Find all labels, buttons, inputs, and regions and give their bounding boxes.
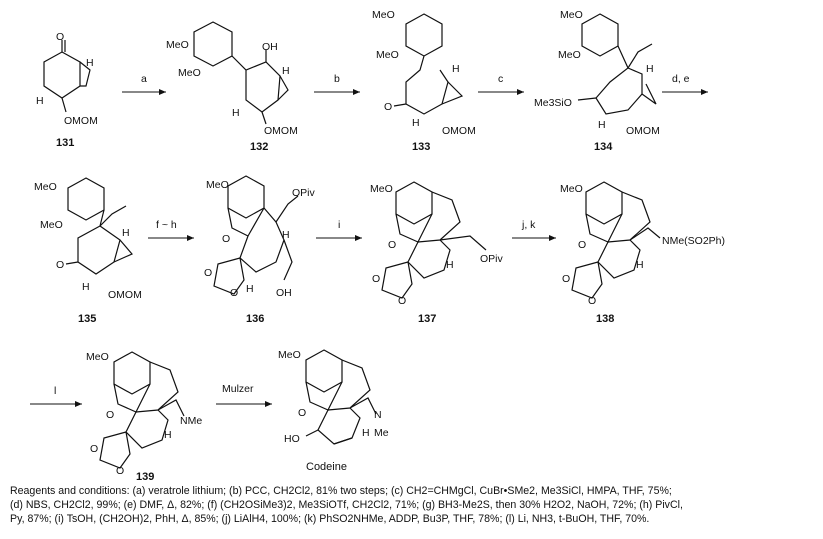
- compound-133-structure: MeO MeO O H H OMOM: [372, 9, 476, 137]
- methylamine-label: NMe: [180, 415, 202, 427]
- compound-137-label: 137: [418, 313, 436, 325]
- methoxy-label: MeO: [560, 9, 583, 21]
- pivaloyloxy-label: OPiv: [480, 253, 504, 265]
- compound-131-structure: O H H OMOM: [36, 31, 98, 127]
- bridgehead-h-label: H: [362, 427, 370, 439]
- bridgehead-h-label: H: [232, 107, 240, 119]
- carbonyl-oxygen-label: O: [384, 101, 392, 113]
- n-methyl-label: Me: [374, 427, 389, 439]
- ketal-oxygen-label: O: [398, 295, 406, 307]
- compound-135-structure: MeO MeO O H H OMOM: [34, 177, 142, 301]
- reagent-c-label: c: [498, 73, 503, 85]
- ketal-oxygen-label: O: [230, 287, 238, 299]
- bridgehead-h-label: H: [86, 57, 94, 69]
- ketal-oxygen-label: O: [90, 443, 98, 455]
- ether-oxygen-label: O: [298, 407, 306, 419]
- compound-137-structure: MeO O OPiv H O O: [370, 181, 504, 307]
- compound-139-label: 139: [136, 471, 154, 483]
- reagent-mulzer-label: Mulzer: [222, 383, 254, 395]
- reagent-a-label: a: [141, 73, 147, 85]
- reagents-caption: Reagents and conditions: (a) veratrole l…: [10, 484, 816, 526]
- trimethylsilyloxy-label: Me3SiO: [534, 97, 572, 109]
- compound-134-structure: MeO MeO Me3SiO H H OMOM: [534, 9, 660, 137]
- compound-136-structure: MeO O OPiv H O O H OH: [204, 175, 316, 299]
- compound-132-structure: MeO MeO OH H H OMOM: [166, 21, 298, 137]
- ketal-oxygen-label: O: [204, 267, 212, 279]
- bridgehead-h-label: H: [646, 63, 654, 75]
- caption-line-1: Reagents and conditions: (a) veratrole l…: [10, 485, 672, 497]
- hydroxyl-label: OH: [276, 287, 292, 299]
- bridgehead-h-label: H: [36, 95, 44, 107]
- codeine-label: Codeine: [306, 461, 347, 473]
- bridgehead-h-label: H: [446, 259, 454, 271]
- reagent-fh-label: f ~ h: [156, 219, 177, 231]
- ketal-oxygen-label: O: [562, 273, 570, 285]
- compound-136-label: 136: [246, 313, 264, 325]
- bridgehead-h-label: H: [164, 429, 172, 441]
- omom-label: OMOM: [442, 125, 476, 137]
- amine-nitrogen-label: N: [374, 409, 382, 421]
- bridgehead-h-label: H: [282, 229, 290, 241]
- methoxy-label: MeO: [278, 349, 301, 361]
- ketal-oxygen-label: O: [116, 465, 124, 477]
- bridgehead-h-label: H: [282, 65, 290, 77]
- hydroxyl-label: HO: [284, 433, 300, 445]
- compound-134-label: 134: [594, 141, 613, 153]
- bridgehead-h-label: H: [412, 117, 420, 129]
- carbonyl-oxygen-label: O: [56, 31, 64, 43]
- omom-label: OMOM: [64, 115, 98, 127]
- bridgehead-h-label: H: [598, 119, 606, 131]
- hydroxyl-label: OH: [262, 41, 278, 53]
- methoxy-label: MeO: [558, 49, 581, 61]
- bridgehead-h-label: H: [122, 227, 130, 239]
- methoxy-label: MeO: [370, 183, 393, 195]
- methoxy-label: MeO: [560, 183, 583, 195]
- methoxy-label: MeO: [206, 179, 229, 191]
- compound-133-label: 133: [412, 141, 430, 153]
- codeine-structure: MeO O N Me H HO: [278, 349, 389, 445]
- bridgehead-h-label: H: [452, 63, 460, 75]
- methoxy-label: MeO: [166, 39, 189, 51]
- omom-label: OMOM: [626, 125, 660, 137]
- ether-oxygen-label: O: [106, 409, 114, 421]
- reagent-de-label: d, e: [672, 73, 690, 85]
- methoxy-label: MeO: [34, 181, 57, 193]
- bridgehead-h-label: H: [636, 259, 644, 271]
- omom-label: OMOM: [264, 125, 298, 137]
- methoxy-label: MeO: [86, 351, 109, 363]
- carbonyl-oxygen-label: O: [56, 259, 64, 271]
- methoxy-label: MeO: [376, 49, 399, 61]
- methoxy-label: MeO: [40, 219, 63, 231]
- reagent-jk-label: j, k: [521, 219, 536, 231]
- ether-oxygen-label: O: [222, 233, 230, 245]
- omom-label: OMOM: [108, 289, 142, 301]
- pivaloyloxy-label: OPiv: [292, 187, 316, 199]
- compound-138-label: 138: [596, 313, 614, 325]
- compound-138-structure: MeO O NMe(SO2Ph) H O O: [560, 181, 725, 307]
- reagent-b-label: b: [334, 73, 340, 85]
- ketal-oxygen-label: O: [372, 273, 380, 285]
- reagent-l-label: l: [54, 385, 56, 397]
- ether-oxygen-label: O: [388, 239, 396, 251]
- compound-132-label: 132: [250, 141, 268, 153]
- methoxy-label: MeO: [178, 67, 201, 79]
- bridgehead-h-label: H: [246, 283, 254, 295]
- compound-131-label: 131: [56, 137, 74, 149]
- bridgehead-h-label: H: [82, 281, 90, 293]
- caption-line-3: Py, 87%; (i) TsOH, (CH2OH)2, PhH, Δ, 85%…: [10, 513, 650, 525]
- ether-oxygen-label: O: [578, 239, 586, 251]
- compound-139-structure: MeO O NMe H O O: [86, 351, 202, 477]
- ketal-oxygen-label: O: [588, 295, 596, 307]
- caption-line-2: (d) NBS, CH2Cl2, 99%; (e) DMF, Δ, 82%; (…: [10, 499, 683, 511]
- compound-135-label: 135: [78, 313, 96, 325]
- methoxy-label: MeO: [372, 9, 395, 21]
- reagent-i-label: i: [338, 219, 340, 231]
- sulfonamide-label: NMe(SO2Ph): [662, 235, 725, 247]
